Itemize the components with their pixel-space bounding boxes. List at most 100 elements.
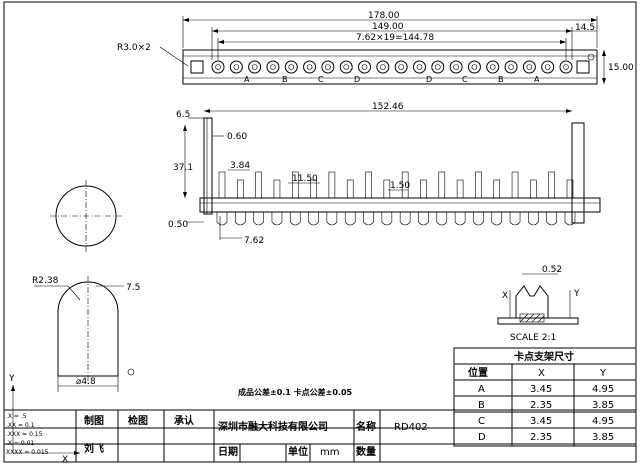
dim-pin-width: 11.50 [292, 174, 318, 184]
pin [383, 179, 391, 199]
hole-pad [449, 60, 463, 74]
hole [544, 64, 551, 70]
table-row-pos: B [478, 400, 485, 411]
pin-leg [528, 212, 539, 226]
pin [420, 179, 427, 199]
hole-pad [339, 60, 353, 74]
scale-x-label: X [502, 291, 508, 301]
pos-letter: C [318, 75, 324, 84]
table-row-y: 4.95 [592, 416, 614, 427]
hole-pad [486, 60, 500, 74]
unit-value: mm [320, 447, 339, 458]
dim-pin-top: 3.84 [230, 161, 250, 171]
pin [530, 179, 537, 199]
hole [288, 64, 295, 70]
pin-leg [289, 212, 301, 226]
tolerance-note: 成品公差±0.1 卡点公差±0.05 [238, 387, 353, 397]
hole [508, 64, 514, 70]
pin [328, 171, 336, 199]
pin [346, 179, 354, 199]
hole-pad [321, 60, 335, 74]
pin-leg [326, 212, 338, 226]
hole [563, 64, 569, 70]
hole-pad [358, 60, 372, 74]
dim-cap-height: 7.5 [126, 283, 140, 293]
pin [255, 171, 262, 199]
hole [489, 64, 496, 70]
scale-view: 0.52 X Y SCALE 2:1 [497, 265, 580, 343]
table-title: 卡点支架尺寸 [514, 350, 574, 363]
dim-hole-radius: R3.0×2 [117, 43, 151, 53]
table-header-x: X [538, 368, 545, 379]
top-holes [211, 60, 573, 74]
pin [310, 179, 317, 199]
table-row-x: 2.35 [530, 432, 552, 443]
tolerance-item: .X = .5 [6, 413, 27, 420]
pin [291, 171, 299, 199]
date-label: 日期 [218, 445, 238, 458]
hole [471, 64, 478, 70]
pin [566, 179, 574, 199]
pin-leg [271, 212, 283, 226]
hole-pad [541, 60, 555, 74]
pin-leg [418, 212, 429, 226]
approved-by-label: 承认 [174, 414, 195, 427]
tolerance-list: .X = .5 .XX = 0.1 .XXX = 0.15 .X = 0.01 … [6, 413, 49, 456]
hole [325, 64, 331, 70]
pos-letter: A [244, 75, 250, 84]
dim-thickness: 0.60 [227, 132, 247, 142]
axis-y-label: Y [8, 374, 15, 384]
tolerance-item: .XXX = 0.15 [6, 431, 43, 438]
dim-end-offset: 14.5 [575, 23, 595, 33]
pin [218, 171, 226, 199]
hole [361, 64, 368, 70]
pin-leg [454, 212, 466, 226]
pos-letter: D [354, 75, 360, 84]
dim-pitch-overall: 149.00 [372, 22, 404, 32]
circle-view [50, 180, 122, 252]
hole-pad [229, 60, 243, 74]
pin [456, 179, 464, 199]
pin-leg [235, 212, 246, 226]
drawn-by-label: 制图 [84, 414, 104, 427]
pin-leg [491, 212, 503, 226]
pin-leg [564, 212, 576, 226]
hole-pad [412, 60, 426, 74]
pin [493, 179, 501, 199]
pin-leg [253, 212, 264, 226]
pin [237, 179, 244, 199]
scale-y-label: Y [573, 289, 580, 299]
side-pins [216, 171, 576, 226]
hole-pad [248, 60, 262, 74]
hole-pad [504, 60, 518, 74]
hole [251, 64, 258, 70]
pin [365, 171, 372, 199]
pos-letter: B [498, 75, 504, 84]
table-row-y: 3.85 [592, 432, 614, 443]
cap-view: R2.38 7.5 ⌀4.8 [32, 276, 140, 392]
pin-leg [216, 212, 228, 226]
hole-pad [467, 60, 481, 74]
side-view: 152.46 6.5 0.60 37.1 3.84 11.50 1.50 0.5… [168, 102, 601, 246]
pin-leg [363, 212, 374, 226]
pos-letter: C [462, 75, 468, 84]
company-name: 深圳市融大科技有限公司 [218, 420, 328, 433]
hole-pad [211, 60, 225, 74]
dim-pitch-chain: 7.62×19=144.78 [356, 33, 434, 43]
pin-leg [436, 212, 448, 226]
dim-overall: 178.00 [368, 11, 400, 21]
pin-leg [344, 212, 356, 226]
tolerance-item: .X = 0.01 [6, 440, 34, 447]
pin-leg [473, 212, 484, 226]
qty-label: 数量 [356, 445, 376, 458]
dim-height: 15.00 [608, 63, 634, 73]
part-name: RD402 [394, 422, 428, 433]
axis-indicator: Y X [8, 374, 80, 464]
pin-leg [399, 212, 411, 226]
table-row-y: 3.85 [592, 400, 614, 411]
drafter-name: 刘飞 [84, 442, 104, 455]
pos-letter: A [534, 75, 540, 84]
tolerance-item: XXXX = 0.015 [6, 449, 49, 456]
unit-label: 单位 [288, 445, 308, 458]
dim-height-side: 37.1 [173, 163, 193, 173]
